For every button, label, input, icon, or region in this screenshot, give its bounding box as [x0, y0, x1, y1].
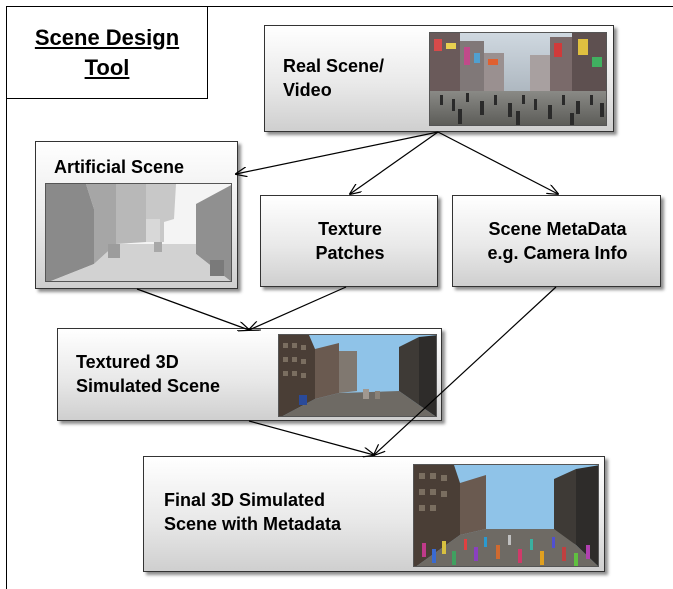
diagram-title-box: Scene Design Tool: [6, 6, 208, 99]
node-artificial-scene: Artificial Scene: [35, 141, 238, 289]
real-scene-video-thumbnail: [429, 32, 607, 126]
edge-scene-metadata-to-final-3d: [374, 286, 557, 455]
edge-textured-3d-to-final-3d: [248, 420, 374, 455]
textured-3d-label-line-1: Textured 3D: [76, 352, 179, 372]
edge-artificial-scene-to-textured-3d: [136, 288, 249, 330]
final-3d-label-line-2: Scene with Metadata: [164, 514, 342, 534]
final-3d-label-line-1: Final 3D Simulated: [164, 490, 326, 510]
textured-3d-thumbnail: [278, 334, 437, 417]
node-real-scene: Real Scene/ Video: [264, 25, 614, 132]
scene-metadata-label-line-2: e.g. Camera Info: [487, 243, 628, 263]
artificial-scene-label: Artificial Scene: [54, 157, 185, 177]
node-final-3d-scene: Final 3D Simulated Scene with Metadata: [143, 456, 605, 572]
edge-real-scene-to-artificial-scene: [236, 131, 439, 174]
node-texture-patches: Texture Patches: [260, 195, 438, 287]
frame-left-line: [6, 6, 7, 589]
edge-real-scene-to-texture-patches: [350, 131, 439, 194]
edge-texture-patches-to-textured-3d: [249, 286, 347, 330]
texture-patches-label-line-2: Patches: [315, 243, 385, 263]
scene-metadata-label-line-1: Scene MetaData: [488, 219, 627, 239]
frame-top-line: [6, 6, 673, 7]
artificial-scene-depth-thumbnail: [45, 183, 232, 282]
node-textured-3d-scene: Textured 3D Simulated Scene: [57, 328, 442, 421]
title-line-2: Tool: [84, 54, 130, 80]
textured-3d-label-line-2: Simulated Scene: [76, 376, 221, 396]
node-scene-metadata: Scene MetaData e.g. Camera Info: [452, 195, 661, 287]
texture-patches-label-line-1: Texture: [318, 219, 382, 239]
real-scene-label-line-1: Real Scene/: [283, 56, 385, 76]
final-3d-thumbnail: [413, 464, 599, 567]
title-line-1: Scene Design: [34, 24, 180, 50]
real-scene-label-line-2: Video: [283, 80, 332, 100]
edge-real-scene-to-scene-metadata: [437, 131, 558, 194]
